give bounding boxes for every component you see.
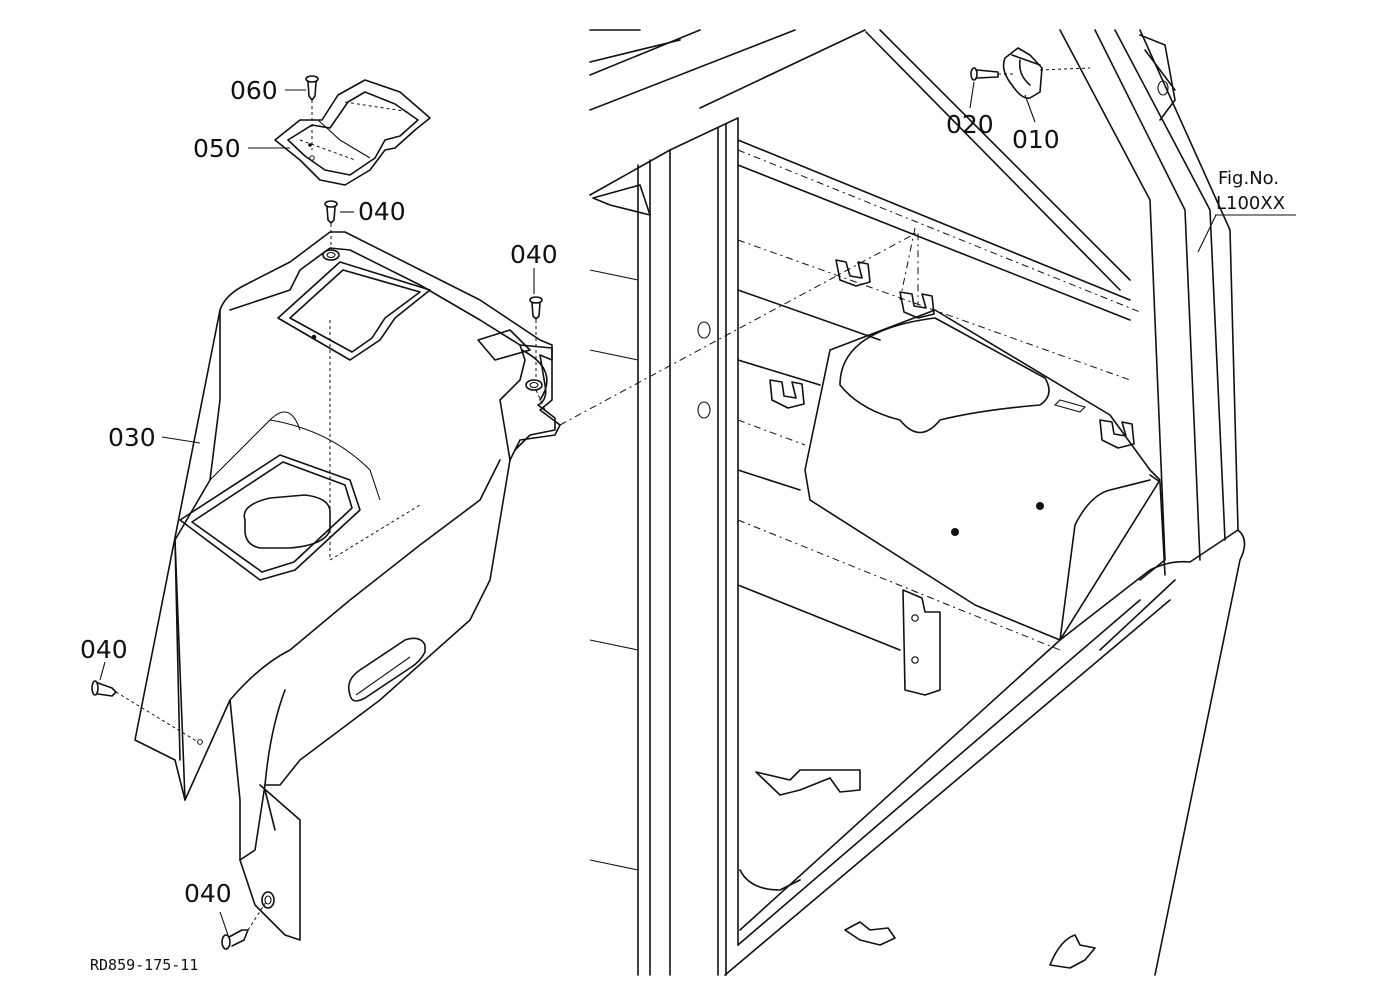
part-040-screw-right	[529, 296, 543, 380]
figure-number: L100XX	[1216, 193, 1285, 214]
part-060-screw	[305, 75, 319, 150]
drawing-code: RD859-175-11	[90, 956, 198, 974]
figure-label: Fig.No.	[1218, 168, 1279, 189]
part-020-screw	[970, 67, 1015, 81]
callout-040-left: 040	[80, 635, 128, 664]
callout-050: 050	[193, 134, 241, 163]
leader-lines	[99, 81, 1296, 936]
part-040-screw-bottom	[221, 901, 267, 950]
part-040-screw-left	[91, 680, 199, 743]
callout-040-top: 040	[358, 197, 406, 226]
part-040-screw-top	[324, 200, 338, 250]
callout-labels: 060 050 040 040 030 040 040 020 010 Fig.…	[80, 76, 1285, 974]
callout-020: 020	[946, 110, 994, 139]
part-010-handle	[1002, 47, 1091, 100]
cab-structure	[559, 29, 1246, 976]
part-050-plate	[274, 79, 431, 186]
callout-010: 010	[1012, 125, 1060, 154]
part-030-console	[134, 231, 561, 941]
callout-030: 030	[108, 423, 156, 452]
callout-040-right: 040	[510, 240, 558, 269]
callout-040-bottom: 040	[184, 879, 232, 908]
callout-060: 060	[230, 76, 278, 105]
